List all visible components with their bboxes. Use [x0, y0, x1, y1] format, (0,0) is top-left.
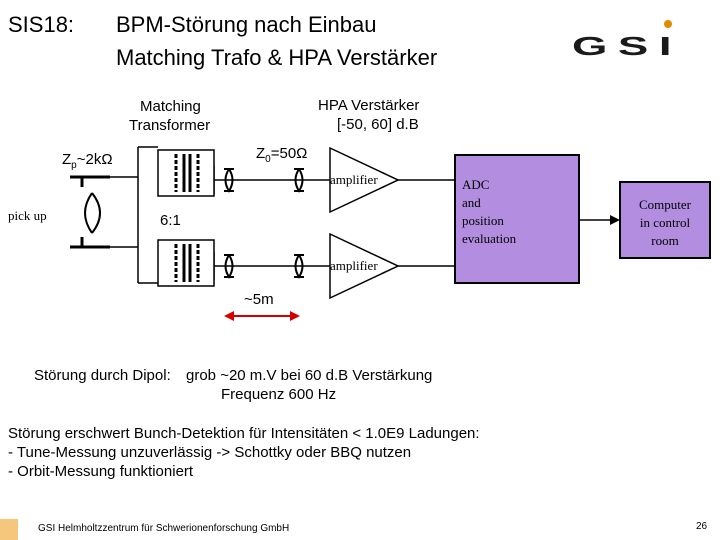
note-line-1: Störung erschwert Bunch-Detektion für In…	[8, 425, 480, 442]
amplifier-bottom-triangle	[329, 232, 400, 300]
gsi-logo-dot	[664, 20, 672, 28]
computer-line-3: room	[651, 233, 679, 248]
cable-connectors-top	[224, 168, 304, 193]
slide-title-line-2: Matching Trafo & HPA Verstärker	[116, 45, 438, 70]
gsi-logo: GSI	[572, 20, 682, 61]
gsi-logo-text: GSI	[572, 31, 682, 61]
stoerung-value-line-1: grob ~20 m.V bei 60 d.B Verstärkung	[186, 367, 433, 384]
computer-line-1: Computer	[639, 197, 691, 212]
note-line-3: - Orbit-Messung funktioniert	[8, 463, 194, 480]
adc-line-1: ADC	[462, 177, 490, 192]
transformer-bottom	[157, 239, 215, 287]
adc-line-2: and	[462, 195, 481, 210]
slide-title-line-1: BPM-Störung nach Einbau	[116, 12, 377, 37]
computer-text: Computer in control room	[622, 196, 708, 250]
adc-line-3: position	[462, 213, 504, 228]
footer-org: GSI Helmholtzzentrum für Schwerionenfors…	[38, 523, 290, 534]
pickup-electrode	[70, 175, 138, 249]
amplifier-top-triangle	[329, 146, 400, 214]
pickup-label: pick up	[8, 208, 47, 223]
note-line-2: - Tune-Messung unzuverlässig -> Schottky…	[8, 444, 412, 461]
zp-label: Zp~2kΩ	[62, 151, 113, 175]
matching-label-line-2: Transformer	[129, 117, 211, 134]
matching-label-line-1: Matching	[140, 98, 201, 115]
z0-main: Z	[256, 145, 266, 162]
ratio-label: 6:1	[160, 212, 181, 229]
z0-label: Z0=50Ω	[256, 145, 307, 169]
footer-accent-bar	[0, 519, 18, 540]
adc-text: ADC and position evaluation	[462, 176, 532, 248]
z0-rest: =50Ω	[270, 145, 308, 162]
computer-box	[619, 181, 711, 259]
adc-line-4: evaluation	[462, 231, 517, 246]
slide-code: SIS18:	[8, 12, 75, 37]
hpa-label-line-2: [-50, 60] d.B	[337, 116, 419, 133]
arrow-adc-to-computer	[579, 215, 620, 225]
z0-sub: 0	[265, 154, 271, 165]
adc-box	[454, 154, 580, 284]
distance-arrow	[224, 311, 300, 321]
distance-label: ~5m	[244, 291, 274, 308]
page-number: 26	[696, 521, 708, 532]
cable-connectors-bottom	[224, 254, 304, 279]
transformer-top	[157, 149, 215, 197]
amplifier-top-label: amplifier	[330, 172, 378, 187]
stoerung-label: Störung durch Dipol:	[34, 367, 171, 384]
computer-line-2: in control	[639, 215, 691, 230]
stoerung-value-line-2: Frequenz 600 Hz	[221, 386, 337, 403]
zp-rest: ~2kΩ	[76, 151, 113, 168]
hpa-label-line-1: HPA Verstärker	[318, 97, 420, 114]
amplifier-bottom-label: amplifier	[330, 258, 378, 273]
zp-sub: p	[71, 160, 77, 171]
zp-main: Z	[62, 151, 72, 168]
